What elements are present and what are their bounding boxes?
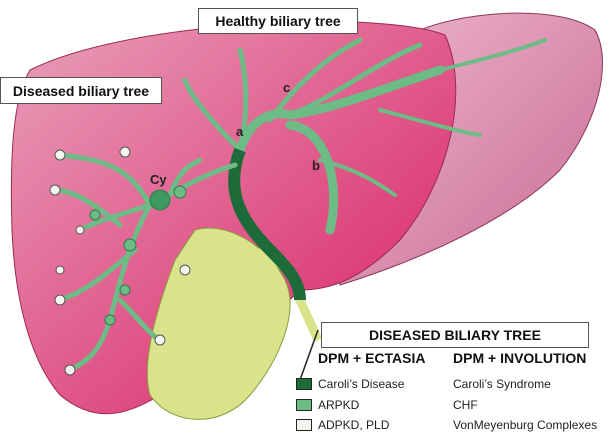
involution-item: Caroli’s Syndrome bbox=[453, 377, 551, 391]
ectasia-item: ARPKD bbox=[318, 398, 360, 412]
cysts bbox=[89, 185, 187, 326]
healthy-label: Healthy biliary tree bbox=[198, 8, 358, 34]
label-a: a bbox=[236, 124, 244, 139]
label-cy: Cy bbox=[150, 172, 167, 187]
legend-col-involution: DPM + INVOLUTION bbox=[453, 350, 587, 366]
swatch-white bbox=[296, 419, 312, 431]
white-cysts bbox=[49, 146, 191, 376]
legend-title: DISEASED BILIARY TREE bbox=[321, 322, 589, 348]
healthy-ducts bbox=[182, 37, 547, 235]
ectasia-item: ADPKD, PLD bbox=[318, 418, 390, 432]
label-c: c bbox=[283, 80, 291, 95]
swatch-light-green bbox=[296, 399, 312, 411]
legend-row: Caroli’s Disease bbox=[296, 377, 404, 391]
label-b: b bbox=[312, 158, 320, 173]
common-duct bbox=[228, 147, 306, 301]
diseased-label: Diseased biliary tree bbox=[0, 77, 162, 104]
legend-row: ADPKD, PLD bbox=[296, 418, 389, 432]
legend-col-ectasia: DPM + ECTASIA bbox=[318, 350, 426, 366]
involution-item: VonMeyenburg Complexes bbox=[453, 418, 598, 432]
ectasia-item: Caroli’s Disease bbox=[318, 377, 405, 391]
diseased-ducts bbox=[52, 152, 238, 373]
involution-item: CHF bbox=[453, 398, 478, 412]
swatch-dark-green bbox=[296, 378, 312, 390]
legend-row: ARPKD bbox=[296, 398, 359, 412]
